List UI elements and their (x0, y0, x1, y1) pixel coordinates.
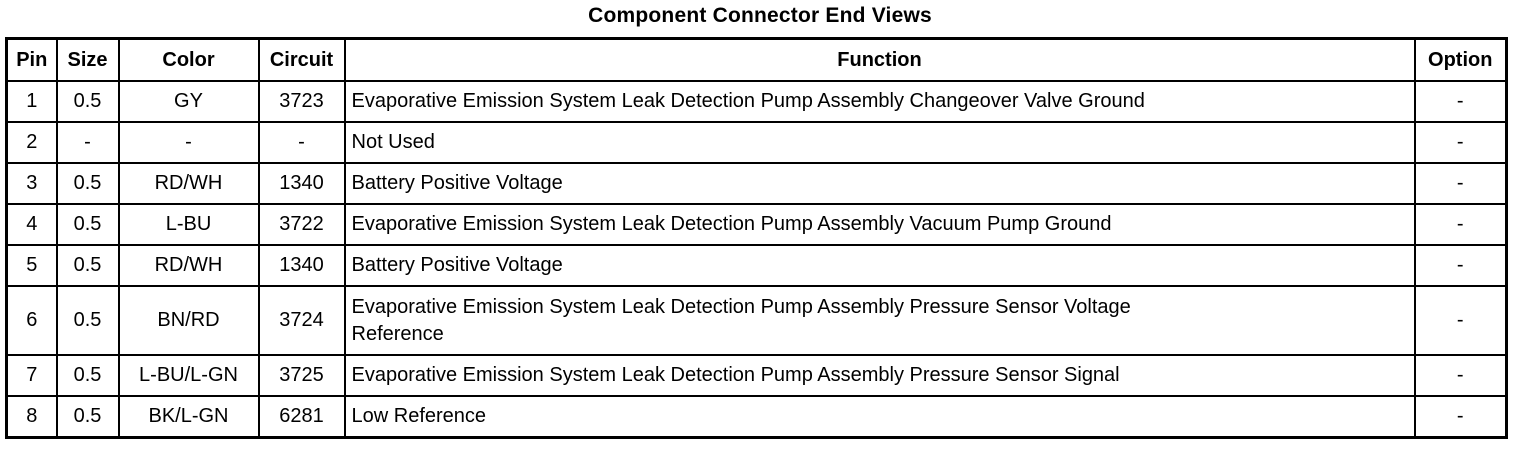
table-row: 4 0.5 L-BU 3722 Evaporative Emission Sys… (5, 203, 1508, 246)
cell-function: Evaporative Emission System Leak Detecti… (343, 80, 1416, 123)
table-row: 1 0.5 GY 3723 Evaporative Emission Syste… (5, 80, 1508, 123)
cell-pin: 5 (5, 244, 58, 287)
table-row: 5 0.5 RD/WH 1340 Battery Positive Voltag… (5, 244, 1508, 287)
cell-color: RD/WH (117, 162, 260, 205)
cell-circuit: - (257, 121, 346, 164)
cell-circuit: 3724 (257, 285, 346, 356)
cell-option: - (1413, 285, 1508, 356)
cell-pin: 4 (5, 203, 58, 246)
cell-size: 0.5 (55, 285, 120, 356)
cell-color: GY (117, 80, 260, 123)
cell-size: 0.5 (55, 354, 120, 397)
cell-size: 0.5 (55, 80, 120, 123)
cell-circuit: 3723 (257, 80, 346, 123)
cell-size: 0.5 (55, 395, 120, 439)
cell-pin: 7 (5, 354, 58, 397)
header-pin: Pin (5, 37, 58, 82)
table-row: 3 0.5 RD/WH 1340 Battery Positive Voltag… (5, 162, 1508, 205)
cell-function: Not Used (343, 121, 1416, 164)
header-size: Size (55, 37, 120, 82)
table-row: 8 0.5 BK/L-GN 6281 Low Reference - (5, 395, 1508, 439)
cell-circuit: 3722 (257, 203, 346, 246)
cell-option: - (1413, 162, 1508, 205)
header-option: Option (1413, 37, 1508, 82)
cell-option: - (1413, 203, 1508, 246)
table-row: 2 - - - Not Used - (5, 121, 1508, 164)
cell-color: BK/L-GN (117, 395, 260, 439)
cell-color: - (117, 121, 260, 164)
cell-circuit: 1340 (257, 244, 346, 287)
cell-function: Evaporative Emission System Leak Detecti… (343, 203, 1416, 246)
cell-option: - (1413, 80, 1508, 123)
cell-option: - (1413, 354, 1508, 397)
cell-function: Battery Positive Voltage (343, 162, 1416, 205)
cell-pin: 6 (5, 285, 58, 356)
cell-circuit: 3725 (257, 354, 346, 397)
table-row: 7 0.5 L-BU/L-GN 3725 Evaporative Emissio… (5, 354, 1508, 397)
cell-size: 0.5 (55, 162, 120, 205)
cell-option: - (1413, 395, 1508, 439)
cell-size: 0.5 (55, 203, 120, 246)
cell-pin: 1 (5, 80, 58, 123)
header-color: Color (117, 37, 260, 82)
cell-function: Battery Positive Voltage (343, 244, 1416, 287)
header-circuit: Circuit (257, 37, 346, 82)
cell-function: Evaporative Emission System Leak Detecti… (343, 285, 1416, 356)
cell-option: - (1413, 244, 1508, 287)
cell-circuit: 6281 (257, 395, 346, 439)
header-row: Pin Size Color Circuit Function Option (5, 37, 1508, 82)
cell-color: BN/RD (117, 285, 260, 356)
cell-pin: 3 (5, 162, 58, 205)
cell-function: Low Reference (343, 395, 1416, 439)
page-title: Component Connector End Views (588, 4, 932, 27)
cell-function: Evaporative Emission System Leak Detecti… (343, 354, 1416, 397)
cell-circuit: 1340 (257, 162, 346, 205)
cell-pin: 2 (5, 121, 58, 164)
table-row: 6 0.5 BN/RD 3724 Evaporative Emission Sy… (5, 285, 1508, 356)
cell-option: - (1413, 121, 1508, 164)
cell-size: 0.5 (55, 244, 120, 287)
cell-color: L-BU/L-GN (117, 354, 260, 397)
cell-color: L-BU (117, 203, 260, 246)
cell-pin: 8 (5, 395, 58, 439)
header-function: Function (343, 37, 1416, 82)
connector-pinout-table: Pin Size Color Circuit Function Option 1… (5, 37, 1508, 439)
cell-color: RD/WH (117, 244, 260, 287)
cell-size: - (55, 121, 120, 164)
